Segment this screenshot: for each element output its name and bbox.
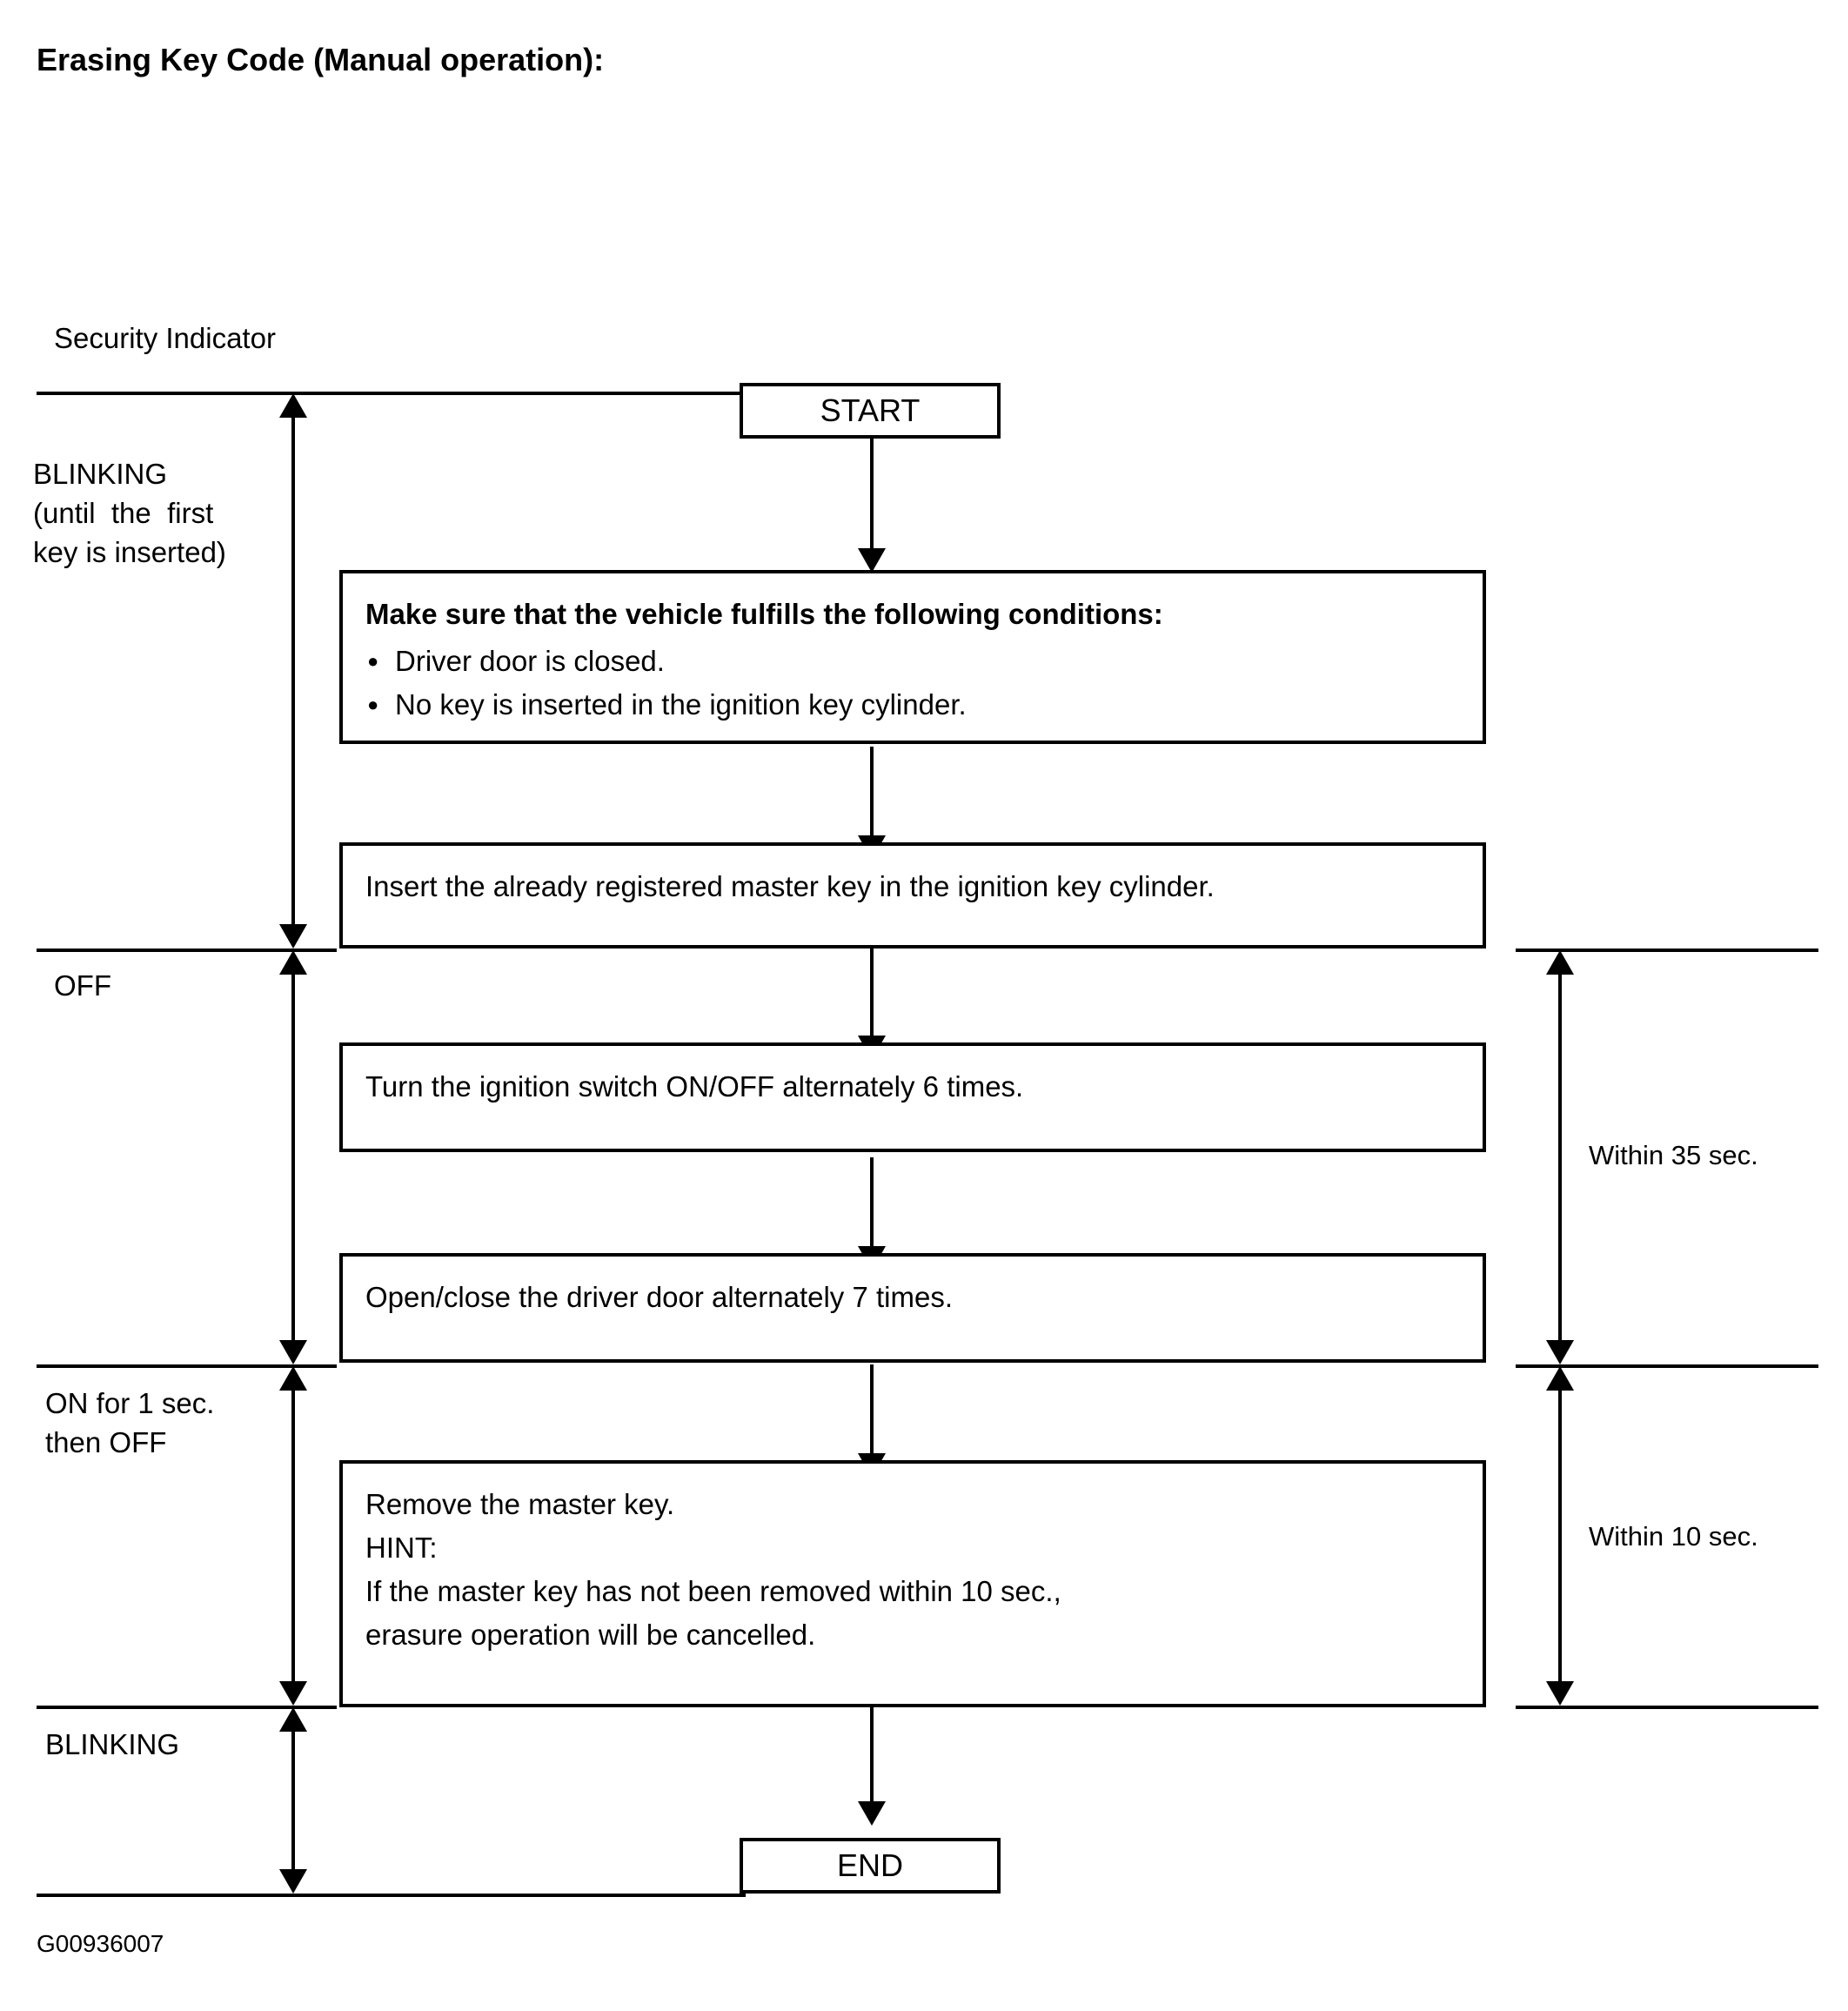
timing-label-within-35-sec: Within 35 sec.	[1589, 1140, 1758, 1170]
list-item: Driver door is closed.	[367, 640, 1460, 683]
axis-arrow-down-bottom	[279, 1869, 307, 1894]
timing-segment-35	[1558, 968, 1562, 1347]
flow-node-end-label: END	[836, 1847, 903, 1883]
axis-arrow-down-off	[279, 924, 307, 949]
flow-node-remove-line1: Remove the master key.	[365, 1488, 675, 1520]
state-label-blinking-initial: BLINKING (until the first key is inserte…	[33, 458, 226, 568]
connector-insert-to-ignition	[870, 949, 874, 1044]
connector-ignition-to-door	[870, 1157, 874, 1255]
timing-boundary-bottom	[1516, 1706, 1818, 1709]
figure-code: G00936007	[37, 1930, 164, 1957]
flow-node-conditions-heading: Make sure that the vehicle fulfills the …	[365, 598, 1163, 630]
flow-node-start-label: START	[820, 392, 921, 428]
flow-node-end[interactable]: END	[740, 1838, 1001, 1894]
axis-segment-blinking-initial	[291, 411, 295, 931]
list-item: No key is inserted in the ignition key c…	[367, 683, 1460, 727]
connector-arrow-conditions	[858, 548, 886, 573]
flow-node-remove-line3: If the master key has not been removed w…	[365, 1575, 1061, 1607]
flow-node-door-cycle[interactable]: Open/close the driver door alternately 7…	[339, 1253, 1486, 1363]
state-boundary-bottom	[37, 1894, 746, 1897]
state-label-off: OFF	[54, 969, 111, 1002]
flow-node-remove-master-key[interactable]: Remove the master key. HINT: If the mast…	[339, 1460, 1486, 1707]
state-boundary-top	[37, 392, 746, 395]
axis-segment-blinking-final	[291, 1725, 295, 1869]
flow-node-conditions[interactable]: Make sure that the vehicle fulfills the …	[339, 570, 1486, 744]
axis-arrow-down-blinking	[279, 1681, 307, 1706]
state-boundary-off	[37, 949, 337, 952]
flow-node-conditions-bullets: Driver door is closed. No key is inserte…	[365, 640, 1460, 727]
axis-arrow-down-on-then-off	[279, 1340, 307, 1364]
flow-node-door-cycle-text: Open/close the driver door alternately 7…	[365, 1281, 954, 1313]
axis-segment-off	[291, 968, 295, 1347]
connector-conditions-to-insert	[870, 747, 874, 844]
timing-label-within-10-sec: Within 10 sec.	[1589, 1521, 1758, 1552]
flow-node-insert-master-key-text: Insert the already registered master key…	[365, 870, 1215, 902]
timing-arrow-down-10	[1546, 1681, 1574, 1706]
timing-boundary-mid	[1516, 1364, 1818, 1368]
connector-start-to-conditions	[870, 435, 874, 557]
state-boundary-on-then-off	[37, 1364, 337, 1368]
connector-arrow-end	[858, 1801, 886, 1826]
flow-node-insert-master-key[interactable]: Insert the already registered master key…	[339, 842, 1486, 949]
flow-node-remove-hint-label: HINT:	[365, 1532, 438, 1564]
state-label-on-then-off: ON for 1 sec. then OFF	[45, 1387, 215, 1458]
flow-node-start[interactable]: START	[740, 383, 1001, 439]
flow-node-ignition-cycle[interactable]: Turn the ignition switch ON/OFF alternat…	[339, 1042, 1486, 1152]
connector-remove-to-end	[870, 1706, 874, 1810]
connector-door-to-remove	[870, 1364, 874, 1462]
timing-boundary-top	[1516, 949, 1818, 952]
page-title: Erasing Key Code (Manual operation):	[37, 42, 605, 77]
timing-arrow-down-35	[1546, 1340, 1574, 1364]
flow-node-ignition-cycle-text: Turn the ignition switch ON/OFF alternat…	[365, 1070, 1024, 1103]
axis-segment-on-then-off	[291, 1384, 295, 1681]
security-indicator-caption: Security Indicator	[54, 322, 276, 354]
flow-node-remove-line4: erasure operation will be cancelled.	[365, 1619, 816, 1651]
state-label-blinking-final: BLINKING	[45, 1728, 180, 1760]
timing-segment-10	[1558, 1384, 1562, 1681]
state-boundary-blinking	[37, 1706, 337, 1709]
